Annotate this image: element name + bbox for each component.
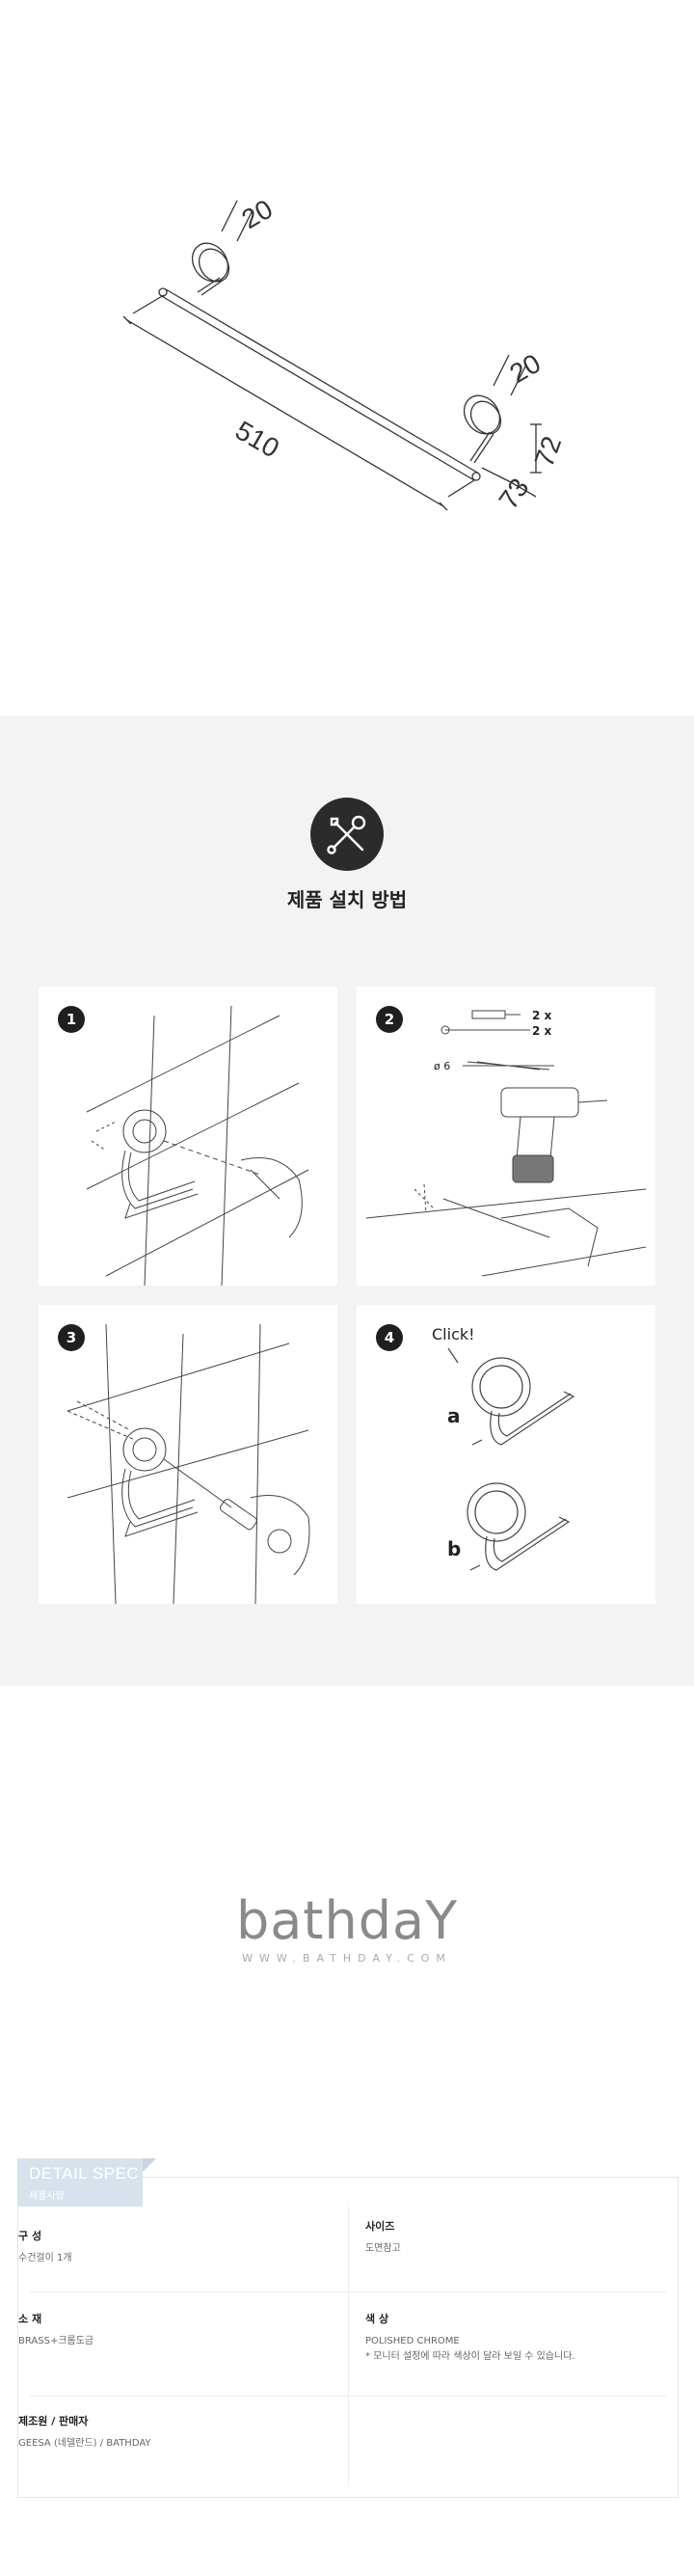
dim-depth: 73 [494,473,535,514]
detail-spec-tab: DETAIL SPEC 제품사양 [17,2158,156,2207]
spec-value: GEESA (네델란드) / BATHDAY [18,2438,151,2449]
spec-tab-title: DETAIL SPEC [29,2164,140,2183]
spec-item-size: 사이즈 도면참고 [365,2218,674,2257]
spec-label: 색 상 [365,2313,389,2325]
step-number-2: 2 [376,1006,403,1033]
spec-label: 제조원 / 판매자 [18,2415,89,2427]
spec-value: 수건걸이 1개 [18,2253,72,2264]
screwdriver-handle [220,1499,257,1531]
spec-item-color: 색 상 POLISHED CHROME * 모니터 설정에 따라 색상이 달라 … [365,2311,674,2365]
install-section: 제품 설치 방법 [0,716,694,1686]
variant-b-label: b [447,1537,461,1560]
plug-qty: 2 x [532,1009,552,1022]
width-dim-line [126,319,444,507]
step-number-3: 3 [58,1324,85,1351]
step-card-1: 1 [39,987,337,1286]
drill-size: ø 6 [434,1060,450,1072]
brand-section: bathdaY WWW.BATHDAY.COM [0,1686,694,2168]
spec-tab-subtitle: 제품사양 [29,2191,65,2202]
variant-a-label: a [447,1404,461,1427]
right-mount-plate [463,394,501,435]
brand-logo: bathdaY [235,1890,459,1951]
step-number-1: 1 [58,1006,85,1033]
spec-item-composition: 구 성 수건걸이 1개 [18,2228,327,2266]
towel-bar [159,294,475,481]
spec-divider-2 [30,2396,666,2397]
hook-a-plate [471,1357,531,1417]
spec-table: 구 성 수건걸이 1개 사이즈 도면참고 소 재 BRASS+크롬도금 색 상 … [17,2177,679,2498]
left-arm [197,277,221,293]
spec-label: 구 성 [18,2230,42,2242]
install-title: 제품 설치 방법 [286,888,408,911]
step-number-4: 4 [376,1324,403,1351]
hook-b-plate [467,1482,526,1542]
dimension-drawing: 20 20 510 72 73 [122,194,568,514]
mount-bracket [122,1109,167,1153]
wrench-screwdriver-icon [310,798,384,871]
spec-item-material: 소 재 BRASS+크롬도금 [18,2311,327,2349]
spec-item-manufacturer: 제조원 / 판매자 GEESA (네델란드) / BATHDAY [18,2413,327,2452]
spec-value: POLISHED CHROME [365,2336,460,2346]
screw-qty: 2 x [532,1024,552,1038]
spec-divider-vertical [348,2207,349,2486]
click-label: Click! [432,1325,475,1343]
spec-note: * 모니터 설정에 따라 색상이 달라 보일 수 있습니다. [365,2351,575,2362]
spec-value: BRASS+크롬도금 [18,2336,94,2346]
dim-mount-right: 20 [505,348,546,389]
spec-divider-1 [30,2291,666,2292]
screwdriver-shaft [163,1458,232,1508]
depth-dim-line [510,481,537,498]
step-card-3: 3 [39,1305,337,1604]
dim-height: 72 [529,432,568,471]
brand-url: WWW.BATHDAY.COM [242,1952,452,1965]
drill-body [500,1087,579,1118]
dim-width: 510 [230,415,284,463]
wall-plug [471,1010,506,1019]
detail-spec-section: 구 성 수건걸이 1개 사이즈 도면참고 소 재 BRASS+크롬도금 색 상 … [0,2141,694,2576]
spec-value: 도면참고 [365,2243,401,2254]
spec-label: 소 재 [18,2313,42,2325]
step-card-2: 2 x 2 x ø 6 2 [357,987,655,1286]
click-arrow [447,1347,459,1364]
left-mount-plate [191,242,229,283]
step-card-4: Click! a b 4 [357,1305,655,1604]
dimension-drawing-section: 20 20 510 72 73 [0,0,694,716]
spec-label: 사이즈 [365,2220,395,2233]
